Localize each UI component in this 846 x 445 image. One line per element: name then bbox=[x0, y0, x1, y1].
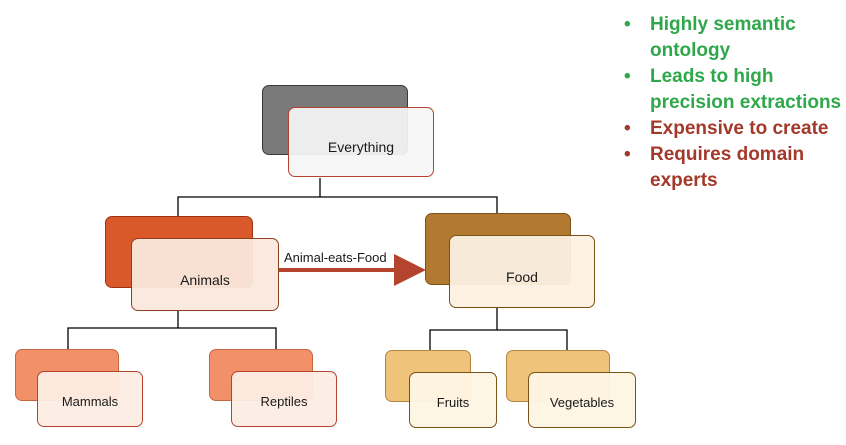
bullet-dot: • bbox=[624, 14, 631, 35]
bullet-text: Expensive to create bbox=[650, 118, 829, 139]
bullet-dot: • bbox=[624, 66, 631, 87]
node-vegetables: Vegetables bbox=[506, 350, 636, 430]
node-reptiles-label: Reptiles bbox=[260, 393, 308, 409]
node-fruits-label: Fruits bbox=[436, 394, 470, 410]
node-everything: Everything bbox=[262, 85, 434, 178]
bullet-list: • Highly semantic ontology • Leads to hi… bbox=[622, 12, 844, 194]
bullet-text: Highly semantic ontology bbox=[650, 14, 796, 61]
bullet-item: • Requires domain experts bbox=[622, 142, 844, 194]
node-everything-label: Everything bbox=[327, 139, 395, 155]
bullet-text: Requires domain experts bbox=[650, 144, 805, 191]
bullet-dot: • bbox=[624, 118, 631, 139]
bullet-dot: • bbox=[624, 144, 631, 165]
node-food-box: Food bbox=[449, 235, 595, 308]
node-mammals-box: Mammals bbox=[37, 371, 143, 427]
node-food-label: Food bbox=[506, 268, 538, 285]
node-reptiles: Reptiles bbox=[209, 349, 339, 429]
node-animals-label: Animals bbox=[180, 271, 230, 288]
node-vegetables-box: Vegetables bbox=[528, 372, 636, 428]
node-reptiles-box: Reptiles bbox=[231, 371, 337, 427]
bullet-item: • Leads to high precision extractions bbox=[622, 64, 844, 116]
node-mammals: Mammals bbox=[15, 349, 145, 429]
node-food: Food bbox=[425, 213, 595, 308]
bullet-text: Leads to high precision extractions bbox=[650, 66, 842, 113]
node-fruits: Fruits bbox=[385, 350, 497, 430]
node-animals: Animals bbox=[105, 216, 279, 311]
node-animals-box: Animals bbox=[131, 238, 279, 311]
node-fruits-box: Fruits bbox=[409, 372, 497, 428]
relation-label: Animal-eats-Food bbox=[284, 250, 387, 265]
node-vegetables-label: Vegetables bbox=[549, 394, 615, 410]
bullet-item: • Expensive to create bbox=[622, 116, 844, 142]
bullet-item: • Highly semantic ontology bbox=[622, 12, 844, 64]
node-everything-box: Everything bbox=[288, 107, 434, 177]
node-mammals-label: Mammals bbox=[61, 393, 119, 409]
